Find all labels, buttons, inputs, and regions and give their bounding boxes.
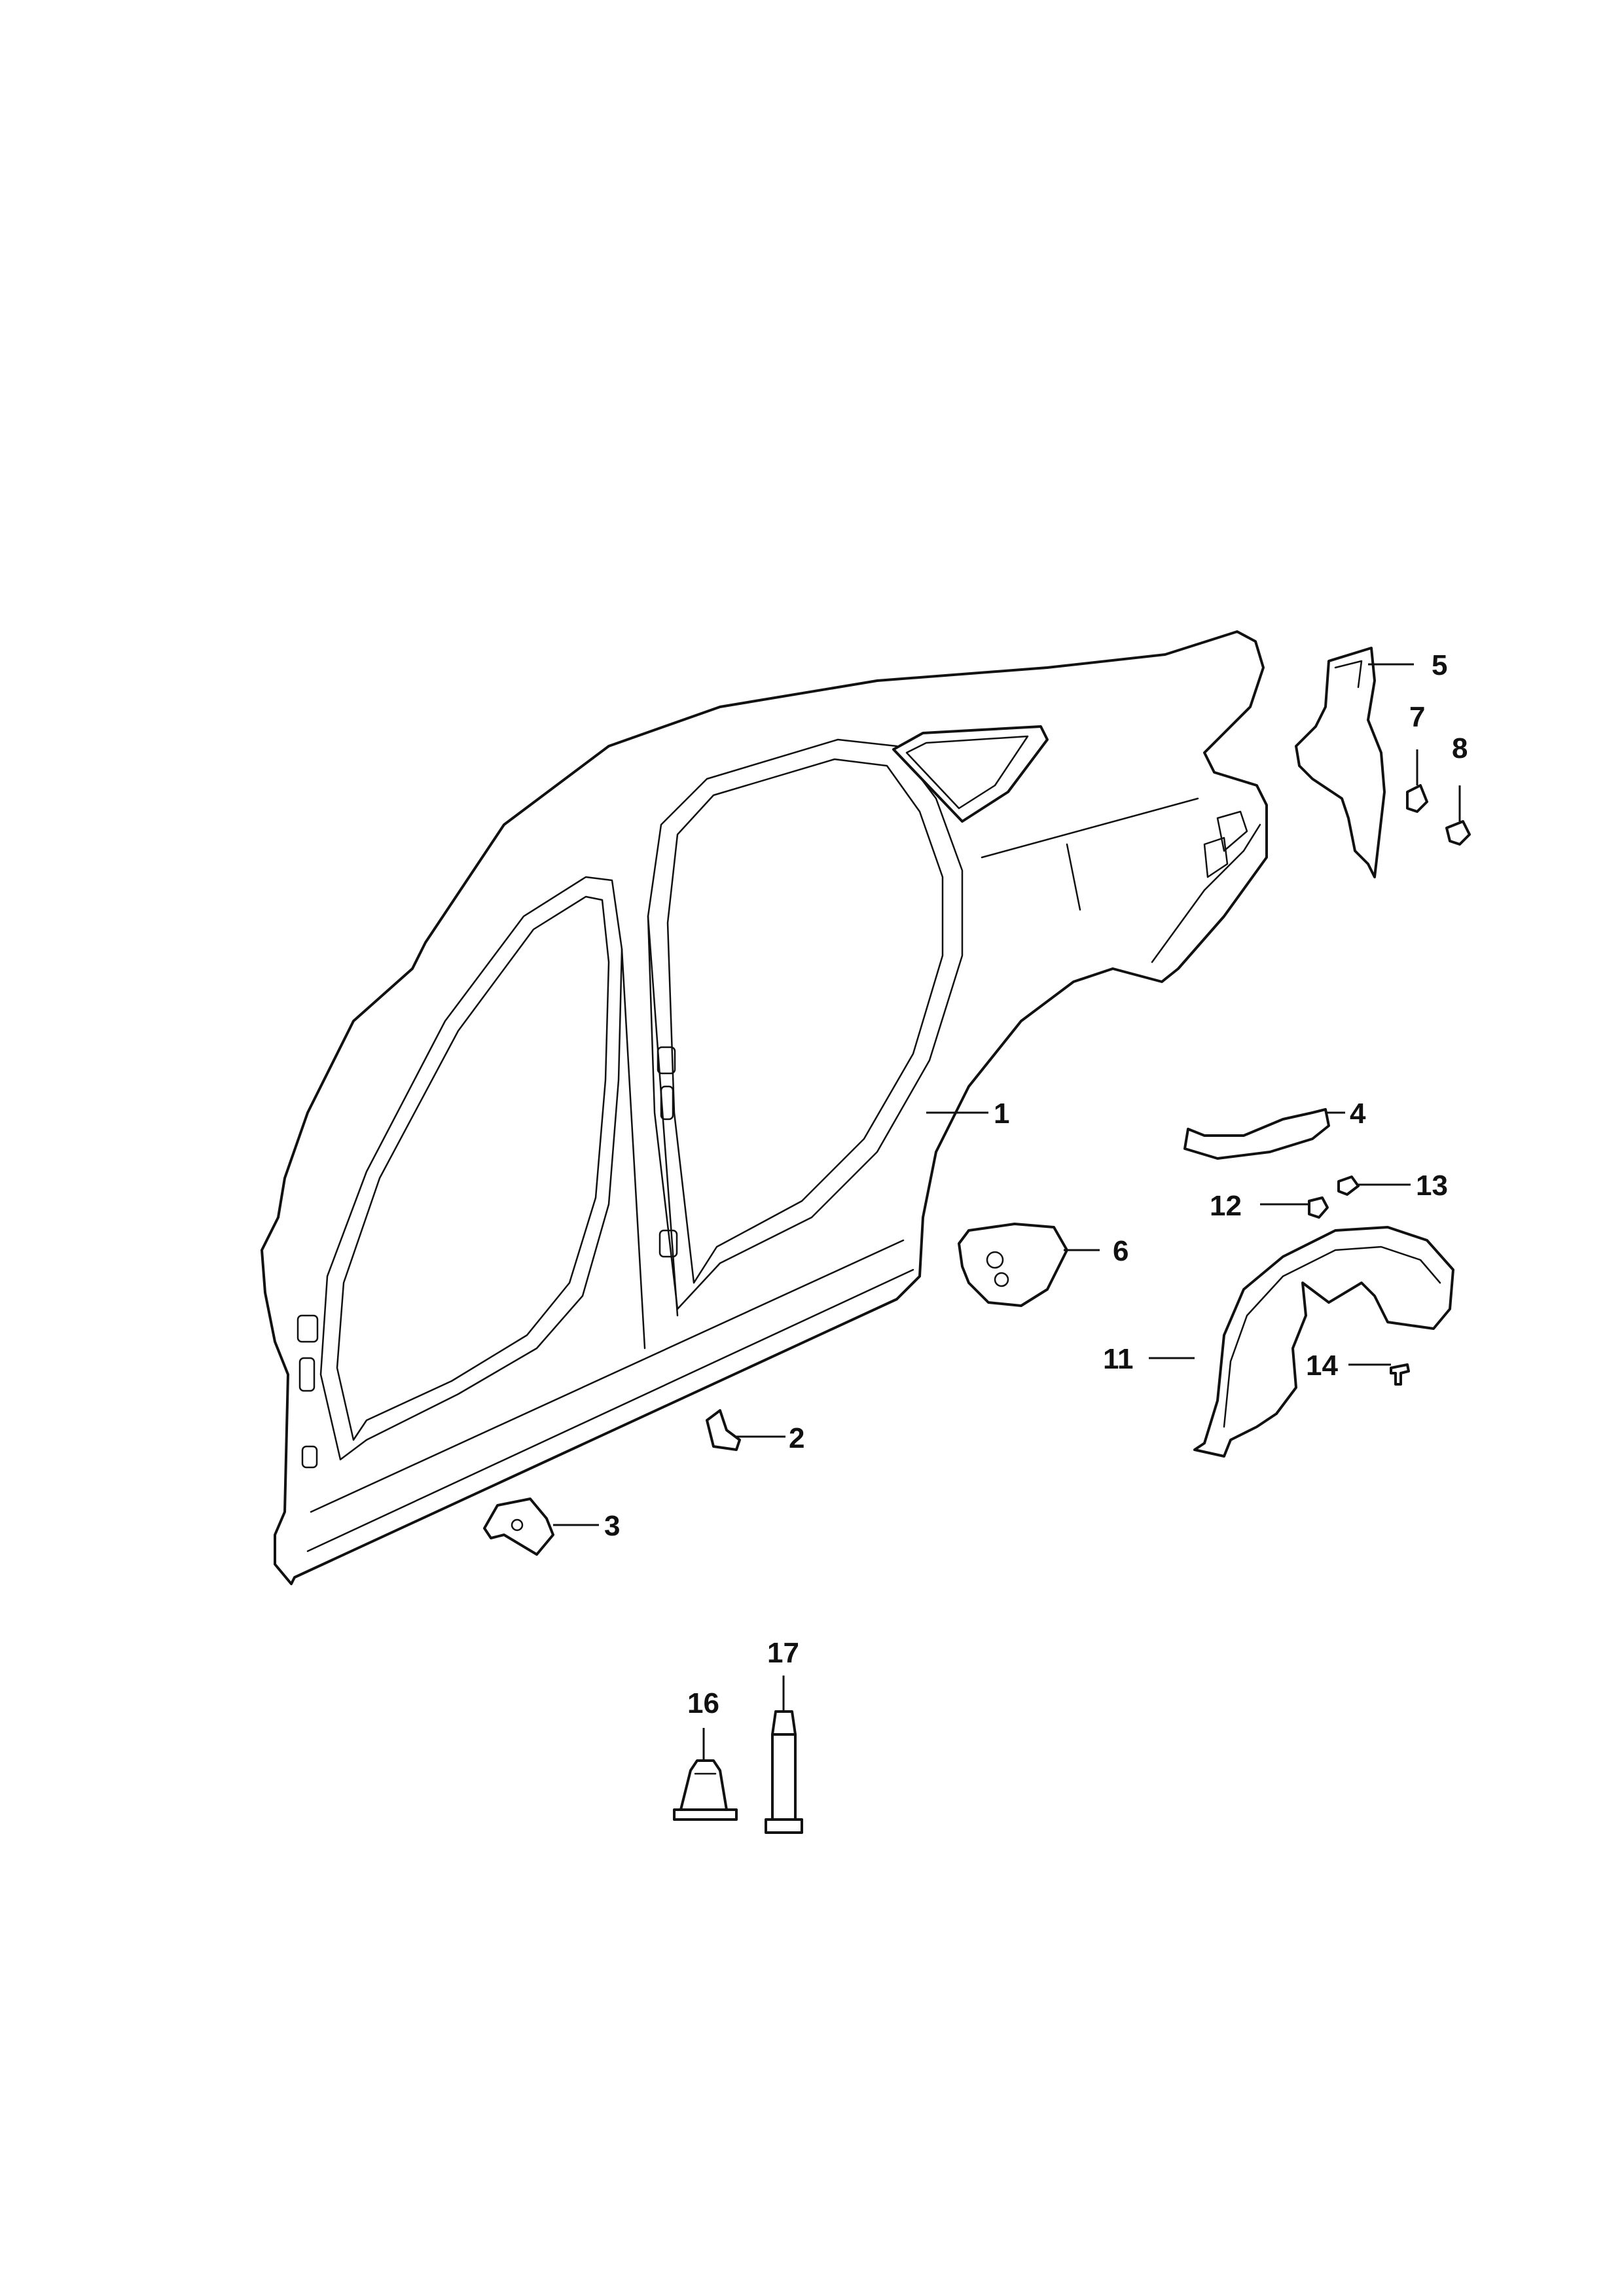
part-11-wheelhouse-liner[interactable] xyxy=(1193,1226,1454,1458)
part-14-bolt[interactable] xyxy=(1390,1363,1410,1386)
callout-16: 16 xyxy=(687,1687,719,1719)
callout-labels: 1 2 3 4 5 6 7 8 11 12 13 14 16 17 xyxy=(604,649,1468,1719)
part-12-clip[interactable] xyxy=(1308,1196,1329,1219)
leader-lines xyxy=(553,663,1461,1761)
callout-11: 11 xyxy=(1103,1343,1134,1375)
callout-14: 14 xyxy=(1306,1350,1338,1382)
part-6-bracket[interactable] xyxy=(958,1223,1068,1307)
callout-2: 2 xyxy=(789,1422,804,1454)
callout-5: 5 xyxy=(1432,649,1447,681)
part-8-fastener[interactable] xyxy=(1445,820,1471,846)
callout-3: 3 xyxy=(604,1510,620,1542)
callout-17: 17 xyxy=(767,1637,799,1669)
part-2-bracket[interactable] xyxy=(706,1409,741,1451)
part-13-clip[interactable] xyxy=(1337,1175,1360,1196)
part-5-bracket[interactable] xyxy=(1295,647,1386,878)
callout-13: 13 xyxy=(1416,1170,1448,1202)
part-7-fastener[interactable] xyxy=(1406,784,1428,813)
callout-4: 4 xyxy=(1350,1098,1366,1130)
part-16-rivet-nut[interactable] xyxy=(673,1759,738,1821)
callout-1: 1 xyxy=(994,1098,1009,1130)
body-side-panel[interactable] xyxy=(261,630,1268,1585)
part-3-bracket[interactable] xyxy=(483,1498,554,1556)
callout-8: 8 xyxy=(1452,732,1468,764)
callout-12: 12 xyxy=(1210,1190,1242,1222)
part-4-reinforcement[interactable] xyxy=(1183,1108,1330,1160)
callout-6: 6 xyxy=(1113,1235,1128,1267)
part-17-stud[interactable] xyxy=(765,1710,803,1834)
callout-7: 7 xyxy=(1409,701,1425,733)
